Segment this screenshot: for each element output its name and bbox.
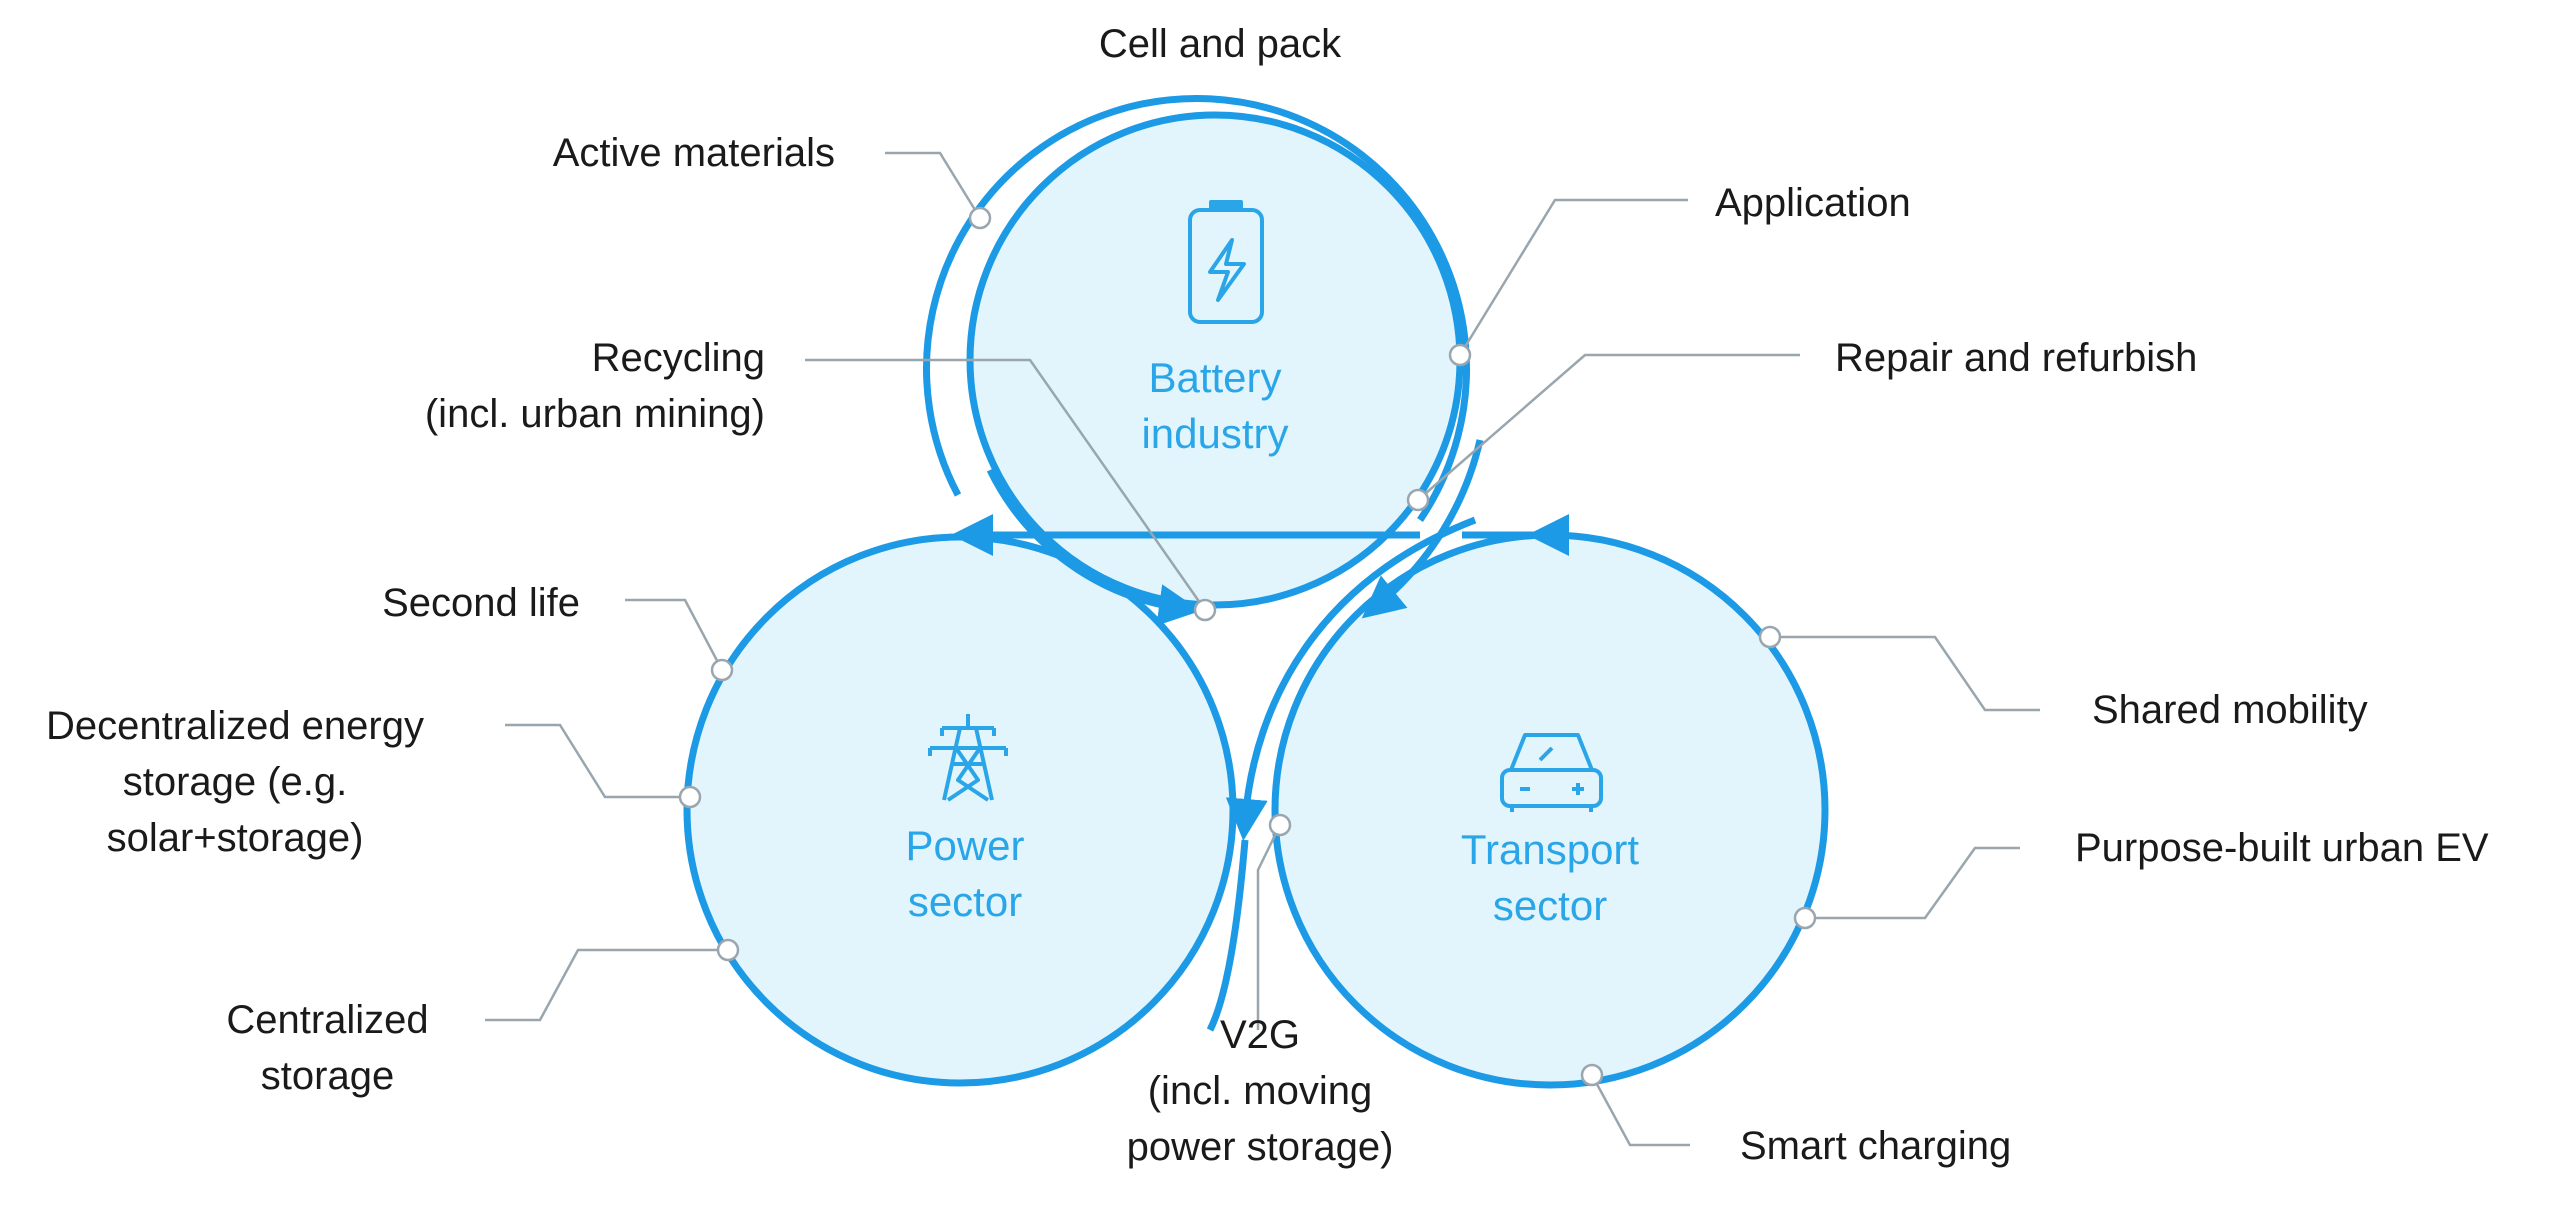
leader-decentralized (505, 723, 690, 799)
v2g-lower-curve (1206, 839, 1249, 1032)
power-pylon-icon (928, 714, 1008, 802)
label-purpose-built: Purpose-built urban EV (2075, 826, 2489, 870)
leader-smart-charging (1590, 1074, 1690, 1147)
dot-recycling (1193, 598, 1217, 622)
transport-sector-label: Transport sector (1460, 826, 1640, 929)
recycling-arrow (986, 468, 1201, 626)
v2g-arrow (1225, 516, 1477, 841)
leader-second-life (625, 598, 724, 671)
label-smart-charging: Smart charging (1740, 1124, 2012, 1168)
dot-second-life (710, 658, 734, 682)
label-second-life: Second life (382, 581, 580, 625)
dot-centralized (716, 938, 740, 962)
label-active-materials: Active materials (552, 131, 835, 175)
dot-smart-charging (1580, 1063, 1604, 1087)
power-sector-label: Power sector (905, 822, 1025, 925)
label-recycling: Recycling (incl. urban mining) (424, 336, 765, 436)
leader-purpose-built (1805, 846, 2020, 920)
dot-application (1448, 343, 1472, 367)
electric-car-icon (1500, 733, 1603, 812)
dot-purpose-built (1793, 906, 1817, 930)
leader-application (1458, 198, 1688, 356)
label-repair: Repair and refurbish (1835, 336, 2198, 380)
label-cell-and-pack: Cell and pack (1098, 22, 1342, 66)
leader-repair (1417, 353, 1800, 501)
label-v2g: V2G (incl. moving power storage) (1126, 1013, 1394, 1169)
dot-shared-mobility (1758, 625, 1782, 649)
leader-active-materials (885, 151, 982, 219)
dot-repair (1406, 488, 1430, 512)
leader-shared-mobility (1770, 635, 2040, 712)
leader-centralized (485, 948, 728, 1022)
leader-v2g (1256, 824, 1282, 1030)
label-application: Application (1715, 181, 1911, 225)
dot-active-materials (968, 206, 992, 230)
leader-lines (485, 151, 2040, 1147)
dot-decentralized (678, 785, 702, 809)
label-shared-mobility: Shared mobility (2092, 688, 2368, 732)
power-sector-circle (683, 533, 1237, 1087)
battery-charging-icon (1188, 200, 1264, 324)
label-decentralized: Decentralized energy storage (e.g. solar… (46, 704, 424, 860)
leader-recycling (805, 358, 1207, 611)
battery-industry-label: Battery industry (1141, 354, 1289, 457)
transport-sector-circle (1271, 531, 1829, 1089)
label-centralized: Centralized storage (226, 998, 429, 1098)
dot-v2g (1268, 813, 1292, 837)
leader-dots (678, 206, 1817, 1087)
